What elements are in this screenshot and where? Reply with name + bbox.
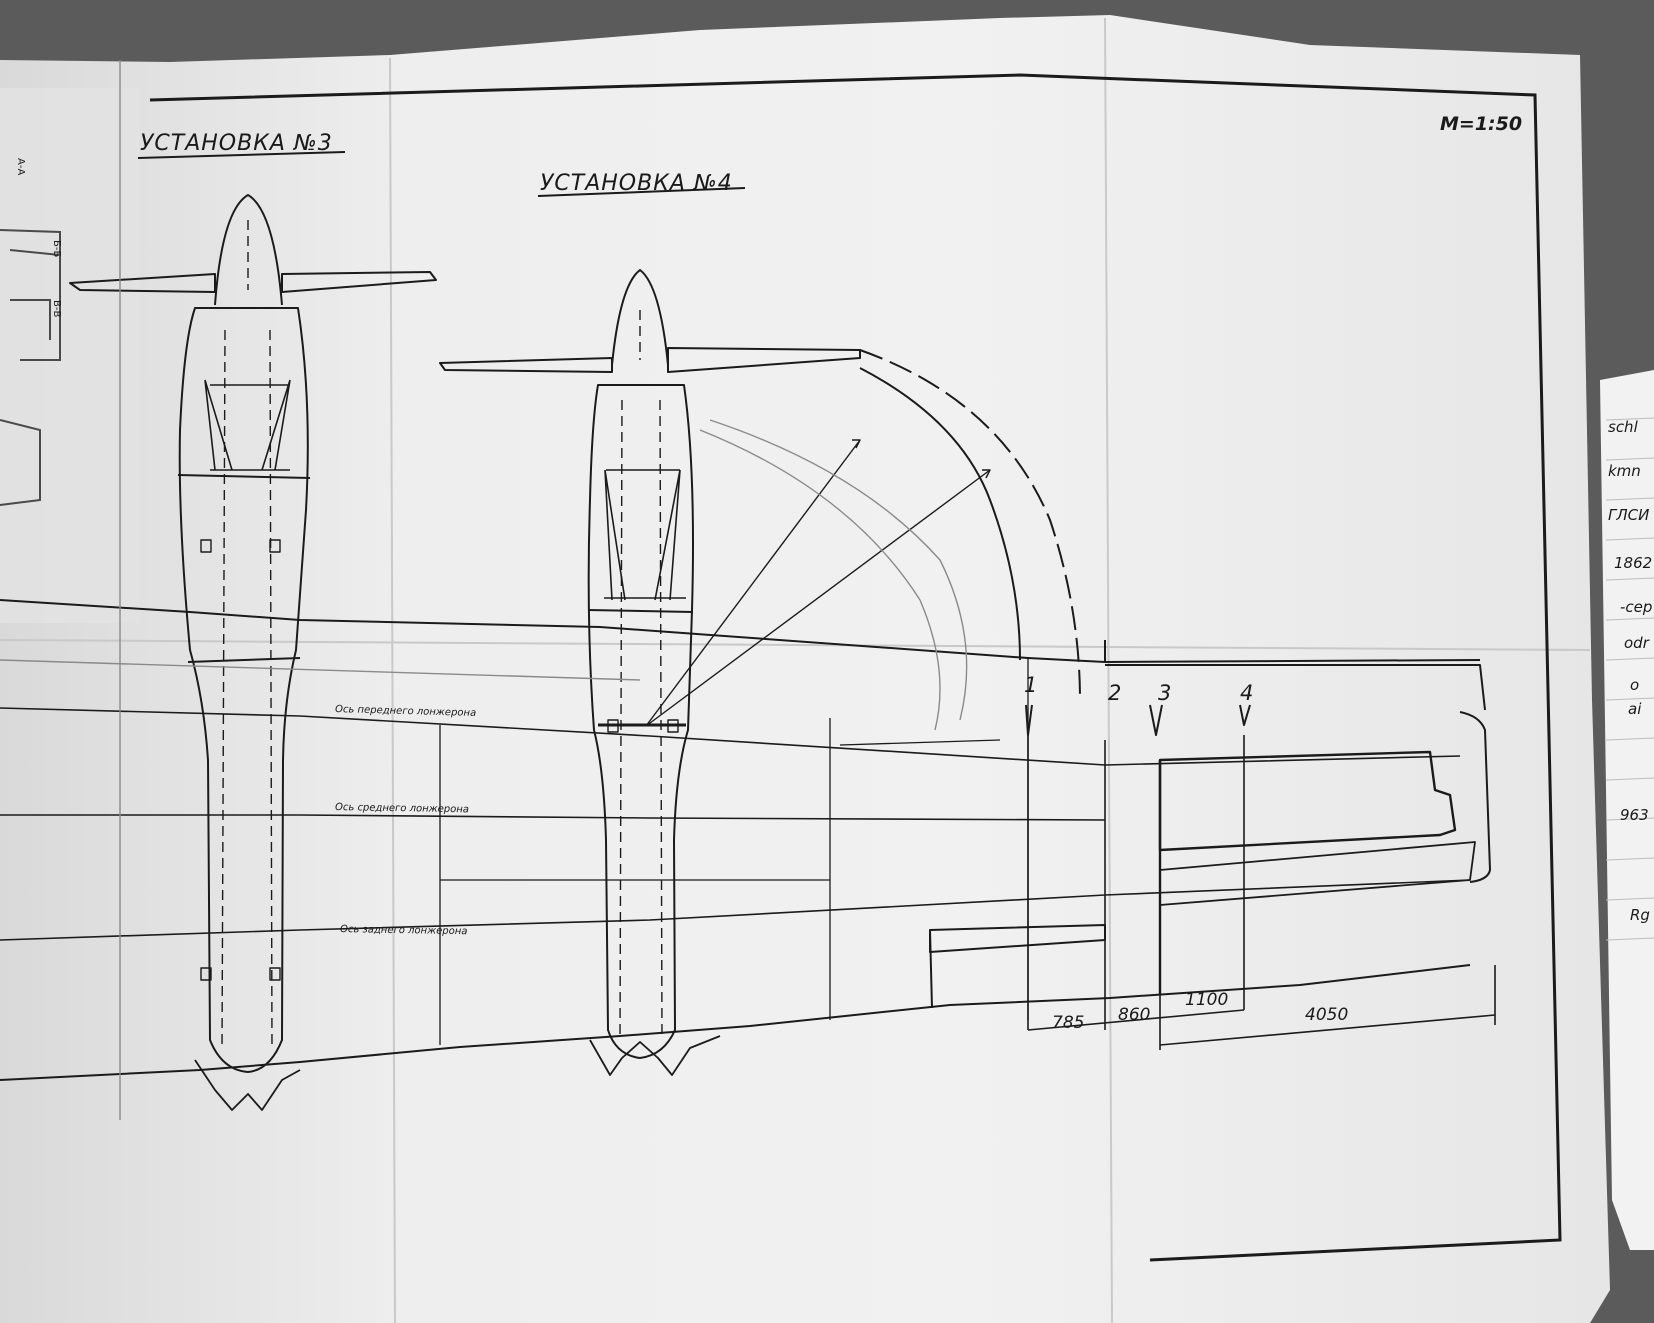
nacelle-body-3 [178, 307, 309, 1073]
aileron-outline [1158, 750, 1457, 852]
side-note-line: o [1630, 676, 1639, 694]
side-note-line: schl [1608, 418, 1639, 436]
front-spar-axis [0, 707, 1461, 766]
station-label: 2 [1108, 681, 1121, 705]
spinner-3 [214, 194, 283, 306]
pencil-construction [0, 60, 968, 1120]
side-note-line: ГЛСИ [1608, 506, 1649, 524]
wing-trailing-edge [0, 964, 1471, 1081]
front-spar-label: Ось переднего лонжерона [335, 704, 476, 719]
dimension-value: 860 [1118, 1005, 1150, 1025]
wing-tip [1459, 711, 1491, 883]
overlay-label: В-В [51, 300, 62, 317]
station-label: 3 [1158, 681, 1171, 705]
side-notebook-sheet: schl kmn ГЛСИ 1862 -сер odr o ai 963 Rg [1600, 370, 1654, 1250]
side-note-line: 1862 [1614, 554, 1652, 572]
nacelle-3 [69, 194, 437, 1111]
rear-spar-label: Ось заднего лонжерона [340, 924, 468, 937]
overlay-label: А-А [15, 158, 26, 175]
spinner-4 [611, 269, 669, 366]
ink-drawing [0, 194, 1496, 1111]
side-note-line: kmn [1608, 462, 1641, 480]
scale-label: M=1:50 [1440, 113, 1522, 135]
station-label: 4 [1240, 681, 1253, 705]
overlay-tracing-sheet: А-А Б-Б В-В [0, 88, 140, 623]
propeller-blade-left-4 [439, 357, 613, 373]
dimension-lines [1027, 725, 1496, 1050]
flap-outline [1159, 841, 1476, 906]
propeller-blade-right-3 [281, 271, 437, 293]
side-note-line: Rg [1630, 906, 1650, 924]
propeller-blade-right-4 [667, 347, 861, 373]
nacelle-body-4 [587, 384, 694, 1059]
side-note-line: -сер [1620, 598, 1652, 616]
side-note-line: 963 [1620, 806, 1649, 824]
nacelle-4 [439, 269, 861, 1076]
dimension-value: 1100 [1185, 990, 1228, 1010]
swing-arc-outer [859, 349, 1081, 701]
swing-arc-inner [859, 367, 1021, 661]
side-note-line: ai [1628, 700, 1642, 718]
propeller-blade-left-3 [69, 273, 216, 293]
drawing-frame [149, 73, 1562, 1262]
installation-3-title: УСТАНОВКА №3 [140, 131, 333, 156]
drawing-sheet [0, 15, 1610, 1323]
middle-spar-label: Ось среднего лонжерона [335, 802, 469, 815]
paper-folds [0, 17, 1591, 1323]
station-label: 1 [1024, 673, 1037, 697]
overlay-label: Б-Б [51, 240, 62, 257]
side-note-line: odr [1624, 634, 1650, 652]
middle-spar-axis [0, 814, 1106, 821]
rear-spar-axis [0, 879, 1471, 941]
dimension-value: 785 [1052, 1013, 1084, 1033]
dimension-value: 4050 [1305, 1005, 1348, 1025]
